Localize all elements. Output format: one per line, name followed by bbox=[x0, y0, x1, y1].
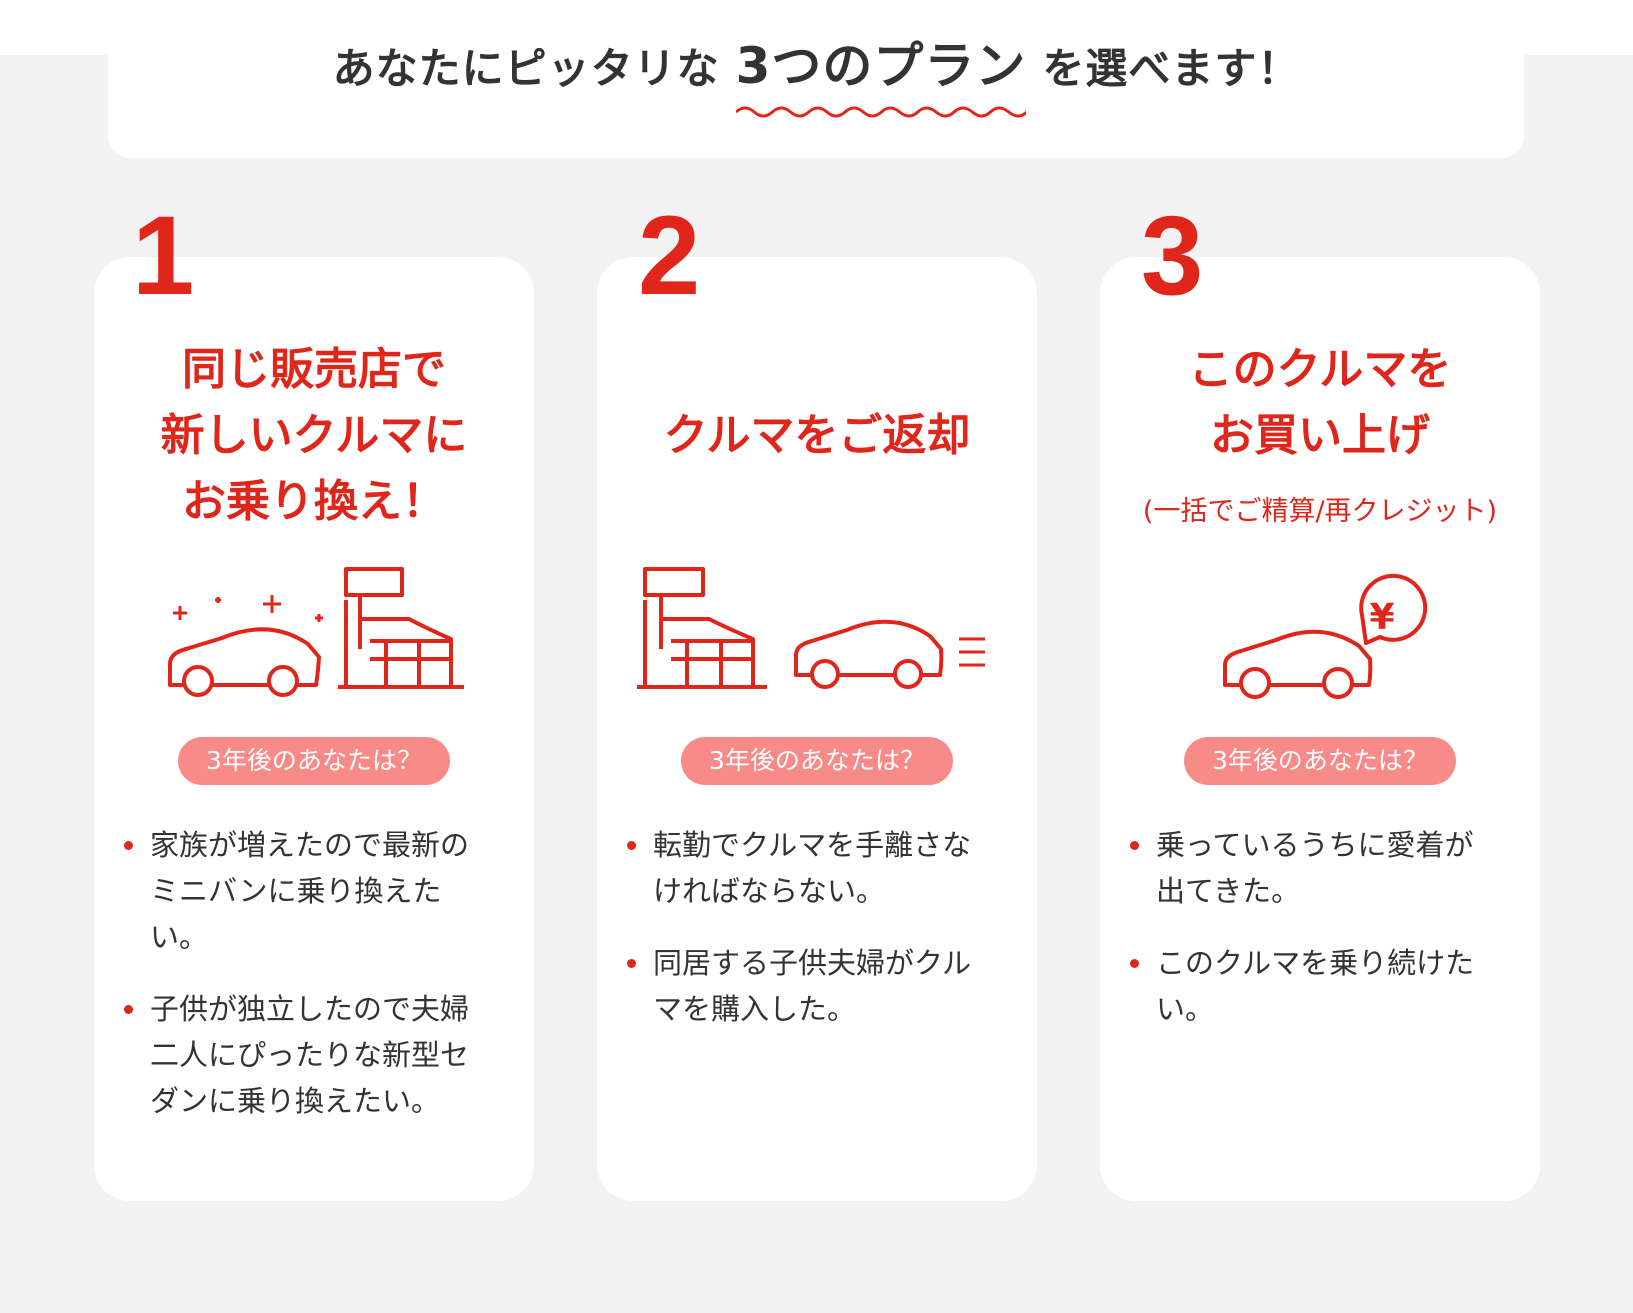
headline-emphasis-text: 3つのプラン bbox=[735, 37, 1027, 95]
list-item: 同居する子供夫婦がクルマを購入した。 bbox=[627, 940, 997, 1032]
plan-2-title-line: クルマをご返却 bbox=[663, 410, 971, 461]
headline-emphasis: 3つのプラン bbox=[735, 26, 1027, 118]
plan-3-bullets: 乗っているうちに愛着が出てきた。 このクルマを乗り続けたい。 bbox=[1130, 822, 1500, 1058]
plan-2-number: 2 bbox=[638, 193, 701, 318]
plan-3-title: このクルマを お買い上げ bbox=[1100, 337, 1540, 469]
list-item: 乗っているうちに愛着が出てきた。 bbox=[1130, 822, 1500, 914]
car-with-yen-bubble-icon: ¥ bbox=[1223, 573, 1428, 699]
plan-2-title: クルマをご返却 bbox=[597, 403, 1037, 469]
plan-card-3: このクルマを お買い上げ (一括でご精算/再クレジット) ¥ 3年後のあなたは？… bbox=[1100, 257, 1540, 1201]
plan-3-number: 3 bbox=[1141, 193, 1204, 318]
plan-2-question-pill: 3年後のあなたは？ bbox=[681, 737, 953, 785]
bullet-dot bbox=[1130, 959, 1139, 968]
bullet-dot bbox=[124, 1005, 133, 1014]
wavy-underline bbox=[735, 106, 1027, 118]
bullet-dot bbox=[627, 959, 636, 968]
bullet-text: このクルマを乗り続けたい。 bbox=[1156, 946, 1475, 1026]
plan-1-question-pill: 3年後のあなたは？ bbox=[178, 737, 450, 785]
plan-3-title-line: お買い上げ bbox=[1210, 410, 1430, 461]
sparkling-car-and-dealership-icon bbox=[168, 567, 464, 697]
headline-suffix: を選べます！ bbox=[1042, 44, 1301, 93]
plan-1-title: 同じ販売店で 新しいクルマに お乗り換え！ bbox=[94, 337, 534, 535]
plan-1-title-line: 同じ販売店で bbox=[182, 344, 446, 395]
page-headline: あなたにピッタリな 3つのプランを選べます！ bbox=[0, 26, 1633, 118]
plan-1-bullets: 家族が増えたので最新のミニバンに乗り換えたい。 子供が独立したので夫婦二人にぴっ… bbox=[124, 822, 494, 1150]
list-item: 家族が増えたので最新のミニバンに乗り換えたい。 bbox=[124, 822, 494, 960]
list-item: 子供が独立したので夫婦二人にぴったりな新型セダンに乗り換えたい。 bbox=[124, 986, 494, 1124]
plan-card-2: クルマをご返却 3年後のあなたは？ 転勤でクルマを手離さなければならない。 同居… bbox=[597, 257, 1037, 1201]
bullet-dot bbox=[1130, 841, 1139, 850]
bullet-text: 子供が独立したので夫婦二人にぴったりな新型セダンに乗り換えたい。 bbox=[150, 992, 470, 1118]
bullet-dot bbox=[627, 841, 636, 850]
plan-3-note: (一括でご精算/再クレジット) bbox=[1142, 496, 1498, 527]
bullet-text: 家族が増えたので最新のミニバンに乗り換えたい。 bbox=[150, 828, 470, 954]
plan-3-question-pill: 3年後のあなたは？ bbox=[1184, 737, 1456, 785]
svg-text:¥: ¥ bbox=[1369, 597, 1394, 638]
list-item: 転勤でクルマを手離さなければならない。 bbox=[627, 822, 997, 914]
list-item: このクルマを乗り続けたい。 bbox=[1130, 940, 1500, 1032]
plan-2-bullets: 転勤でクルマを手離さなければならない。 同居する子供夫婦がクルマを購入した。 bbox=[627, 822, 997, 1058]
bullet-text: 同居する子供夫婦がクルマを購入した。 bbox=[653, 946, 972, 1026]
bullet-text: 乗っているうちに愛着が出てきた。 bbox=[1156, 828, 1474, 908]
dealership-and-car-driving-icon bbox=[637, 567, 985, 689]
plan-card-1: 同じ販売店で 新しいクルマに お乗り換え！ 3年後のあなたは？ 家族が増えたので… bbox=[94, 257, 534, 1201]
header-box bbox=[108, 0, 1524, 158]
plan-3-title-line: このクルマを bbox=[1188, 344, 1452, 395]
bullet-dot bbox=[124, 841, 133, 850]
bullet-text: 転勤でクルマを手離さなければならない。 bbox=[653, 828, 972, 908]
plan-1-title-line: お乗り換え！ bbox=[182, 476, 446, 527]
plan-1-title-line: 新しいクルマに bbox=[160, 410, 468, 461]
plan-1-number: 1 bbox=[132, 193, 195, 318]
headline-prefix: あなたにピッタリな bbox=[332, 44, 720, 93]
